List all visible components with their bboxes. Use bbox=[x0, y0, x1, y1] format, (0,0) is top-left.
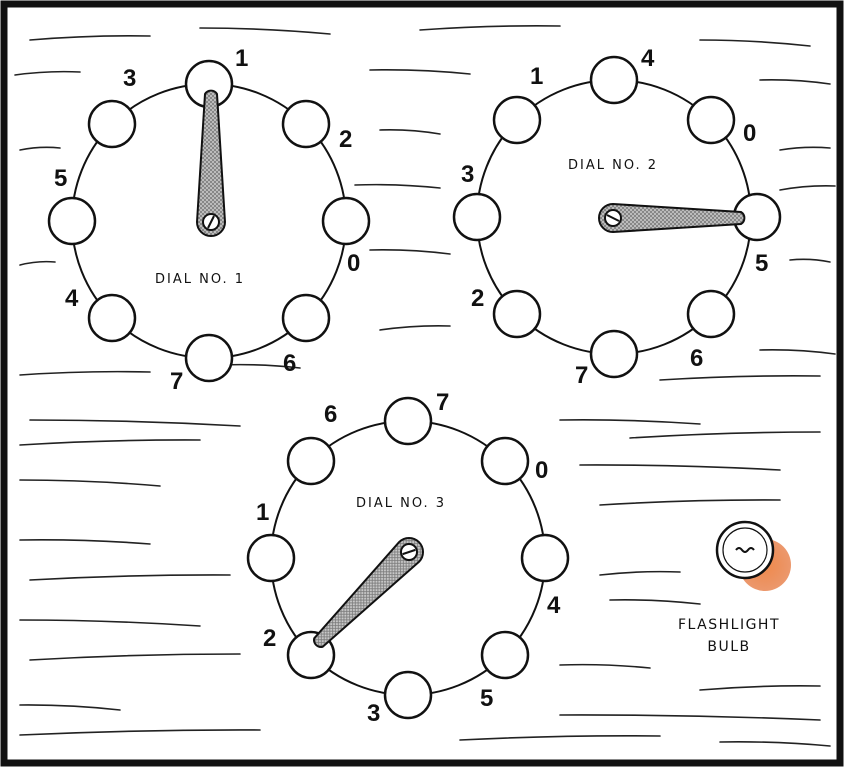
wood-grain-line bbox=[30, 36, 150, 40]
wood-grain-line bbox=[380, 326, 450, 330]
dial-1-contact-2[interactable] bbox=[283, 101, 329, 147]
dial-3-number-7: 7 bbox=[436, 389, 449, 416]
dial-2-number-4: 4 bbox=[641, 45, 655, 72]
dial-1: 1 2 0 6 7 4 5 3 DIAL NO. 1 bbox=[49, 45, 369, 395]
dial-3-contact-4[interactable] bbox=[522, 535, 568, 581]
dial-2-contact-0[interactable] bbox=[688, 97, 734, 143]
dial-2-contact-6[interactable] bbox=[688, 291, 734, 337]
wood-grain-line bbox=[760, 350, 835, 354]
wood-grain-line bbox=[355, 185, 440, 188]
dial-3-contact-0[interactable] bbox=[482, 438, 528, 484]
wood-grain-line bbox=[30, 654, 240, 660]
wood-grain-line bbox=[560, 715, 820, 720]
wood-grain-line bbox=[660, 376, 820, 380]
dial-3-contact-6[interactable] bbox=[288, 438, 334, 484]
dial-3-contact-1[interactable] bbox=[248, 535, 294, 581]
wood-grain-line bbox=[380, 130, 440, 134]
dial-2-contact-7[interactable] bbox=[591, 331, 637, 377]
dial-2-contact-1[interactable] bbox=[494, 97, 540, 143]
dial-3-number-3: 3 bbox=[367, 700, 380, 727]
dial-3-number-5: 5 bbox=[480, 685, 493, 712]
dial-2-number-7: 7 bbox=[575, 362, 588, 389]
wood-grain-line bbox=[580, 465, 780, 470]
wood-grain-line bbox=[560, 665, 650, 668]
dial-1-contact-4[interactable] bbox=[89, 295, 135, 341]
wood-grain-line bbox=[700, 40, 810, 46]
dial-3-contact-5[interactable] bbox=[482, 632, 528, 678]
wood-grain-line bbox=[790, 259, 830, 262]
wood-grain-line bbox=[20, 262, 55, 265]
wood-grain-line bbox=[20, 480, 160, 486]
dial-2-pointer[interactable] bbox=[599, 204, 744, 232]
wood-grain-line bbox=[20, 440, 200, 445]
wood-grain-line bbox=[20, 372, 150, 375]
dial-3: 7 0 4 5 3 2 1 6 DIAL NO. 3 bbox=[248, 389, 568, 727]
dial-1-contact-3[interactable] bbox=[89, 101, 135, 147]
dial-3-number-6: 6 bbox=[324, 401, 337, 428]
wood-grain-line bbox=[420, 26, 560, 30]
dial-3-number-4: 4 bbox=[547, 592, 561, 619]
wood-grain-line bbox=[20, 620, 200, 626]
dial-1-contact-7[interactable] bbox=[186, 335, 232, 381]
wood-grain-line bbox=[15, 72, 80, 75]
wood-grain-line bbox=[600, 500, 780, 505]
wood-grain-line bbox=[720, 742, 830, 746]
bulb-label-line2: BULB bbox=[707, 639, 750, 655]
wood-grain-line bbox=[610, 600, 700, 604]
wood-grain-line bbox=[370, 70, 470, 74]
dial-3-pointer[interactable] bbox=[306, 532, 429, 655]
dial-3-contact-7[interactable] bbox=[385, 398, 431, 444]
wood-grain-line bbox=[780, 186, 835, 190]
wood-grain-line bbox=[30, 575, 230, 580]
dial-2-number-1: 1 bbox=[530, 63, 543, 90]
dial-1-number-5: 5 bbox=[54, 165, 67, 192]
dial-2-contact-3[interactable] bbox=[454, 194, 500, 240]
wood-grain-line bbox=[630, 432, 820, 438]
dial-2-number-0: 0 bbox=[743, 120, 756, 147]
dial-3-number-0: 0 bbox=[535, 457, 548, 484]
flashlight-bulb: FLASHLIGHT BULB bbox=[678, 522, 791, 655]
wood-grain-line bbox=[20, 730, 260, 735]
wood-grain-line bbox=[600, 572, 680, 575]
wood-grain-line bbox=[20, 147, 60, 150]
dial-1-contact-0[interactable] bbox=[323, 198, 369, 244]
dial-1-contact-6[interactable] bbox=[283, 295, 329, 341]
dial-2: 4 0 5 6 7 2 3 1 DIAL NO. 2 bbox=[454, 45, 780, 389]
wood-grain-line bbox=[460, 736, 660, 740]
wood-grain-line bbox=[780, 147, 830, 150]
bulb-label-line1: FLASHLIGHT bbox=[678, 617, 780, 633]
dial-2-label: DIAL NO. 2 bbox=[568, 158, 658, 173]
wood-grain-line bbox=[20, 705, 120, 710]
dial-1-contact-5[interactable] bbox=[49, 198, 95, 244]
dial-1-number-1: 1 bbox=[235, 45, 248, 72]
dial-1-number-2: 2 bbox=[339, 126, 352, 153]
dial-2-number-3: 3 bbox=[461, 161, 474, 188]
dial-1-number-7: 7 bbox=[170, 368, 183, 395]
dial-2-number-2: 2 bbox=[471, 285, 484, 312]
dial-1-number-0: 0 bbox=[347, 250, 360, 277]
dial-1-number-4: 4 bbox=[65, 285, 79, 312]
wood-grain-line bbox=[700, 686, 820, 690]
wood-grain-line bbox=[370, 250, 450, 254]
dial-3-number-1: 1 bbox=[256, 499, 269, 526]
dial-1-label: DIAL NO. 1 bbox=[155, 272, 245, 287]
dial-3-label: DIAL NO. 3 bbox=[356, 496, 446, 511]
wood-grain-line bbox=[200, 28, 330, 34]
dial-1-number-3: 3 bbox=[123, 65, 136, 92]
dial-1-number-6: 6 bbox=[283, 350, 296, 377]
wood-grain-line bbox=[560, 420, 700, 424]
bulb-socket bbox=[717, 522, 773, 578]
dial-3-contact-3[interactable] bbox=[385, 672, 431, 718]
dial-3-number-2: 2 bbox=[263, 625, 276, 652]
wood-grain-line bbox=[30, 420, 240, 426]
dial-2-number-6: 6 bbox=[690, 345, 703, 372]
dial-2-contact-4[interactable] bbox=[591, 57, 637, 103]
dial-2-contact-2[interactable] bbox=[494, 291, 540, 337]
dial-2-number-5: 5 bbox=[755, 250, 768, 277]
wood-grain-line bbox=[20, 540, 150, 544]
dial-1-pointer[interactable] bbox=[197, 91, 225, 236]
wood-grain-line bbox=[760, 80, 830, 84]
